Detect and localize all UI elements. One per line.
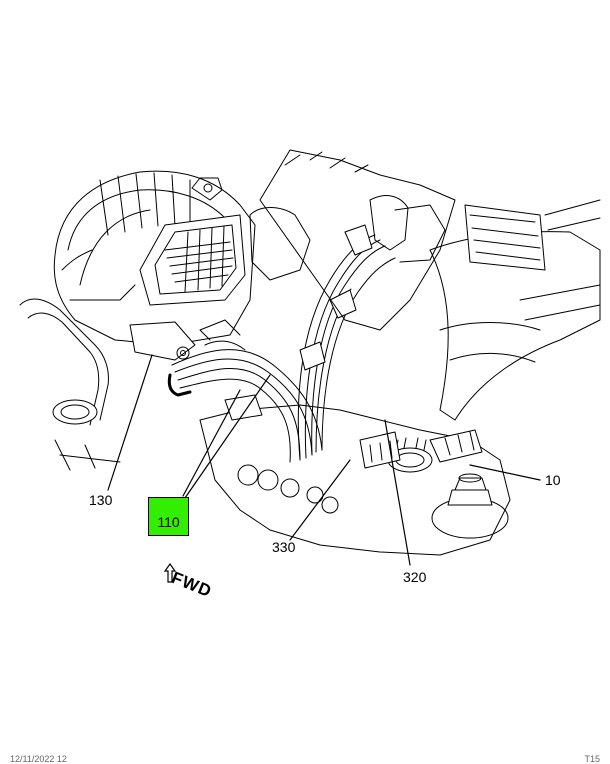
leader-lines: [107, 354, 541, 566]
footer-code: T15: [584, 754, 600, 764]
callout-110: 110: [157, 514, 180, 530]
callout-320: 320: [403, 569, 427, 585]
coolant-pipe-shape: [19, 298, 121, 471]
intake-duct-shape: [429, 199, 601, 421]
callout-130: 130: [89, 492, 113, 508]
highlighted-callout-box[interactable]: 110: [148, 497, 189, 536]
footer-date: 12/11/2022 12: [10, 754, 67, 764]
callout-330: 330: [272, 539, 296, 555]
callout-10: 10: [545, 472, 561, 488]
alternator-shape: [53, 170, 256, 361]
engine-block-shape: [249, 149, 456, 331]
forward-arrow-icon: [163, 563, 177, 583]
